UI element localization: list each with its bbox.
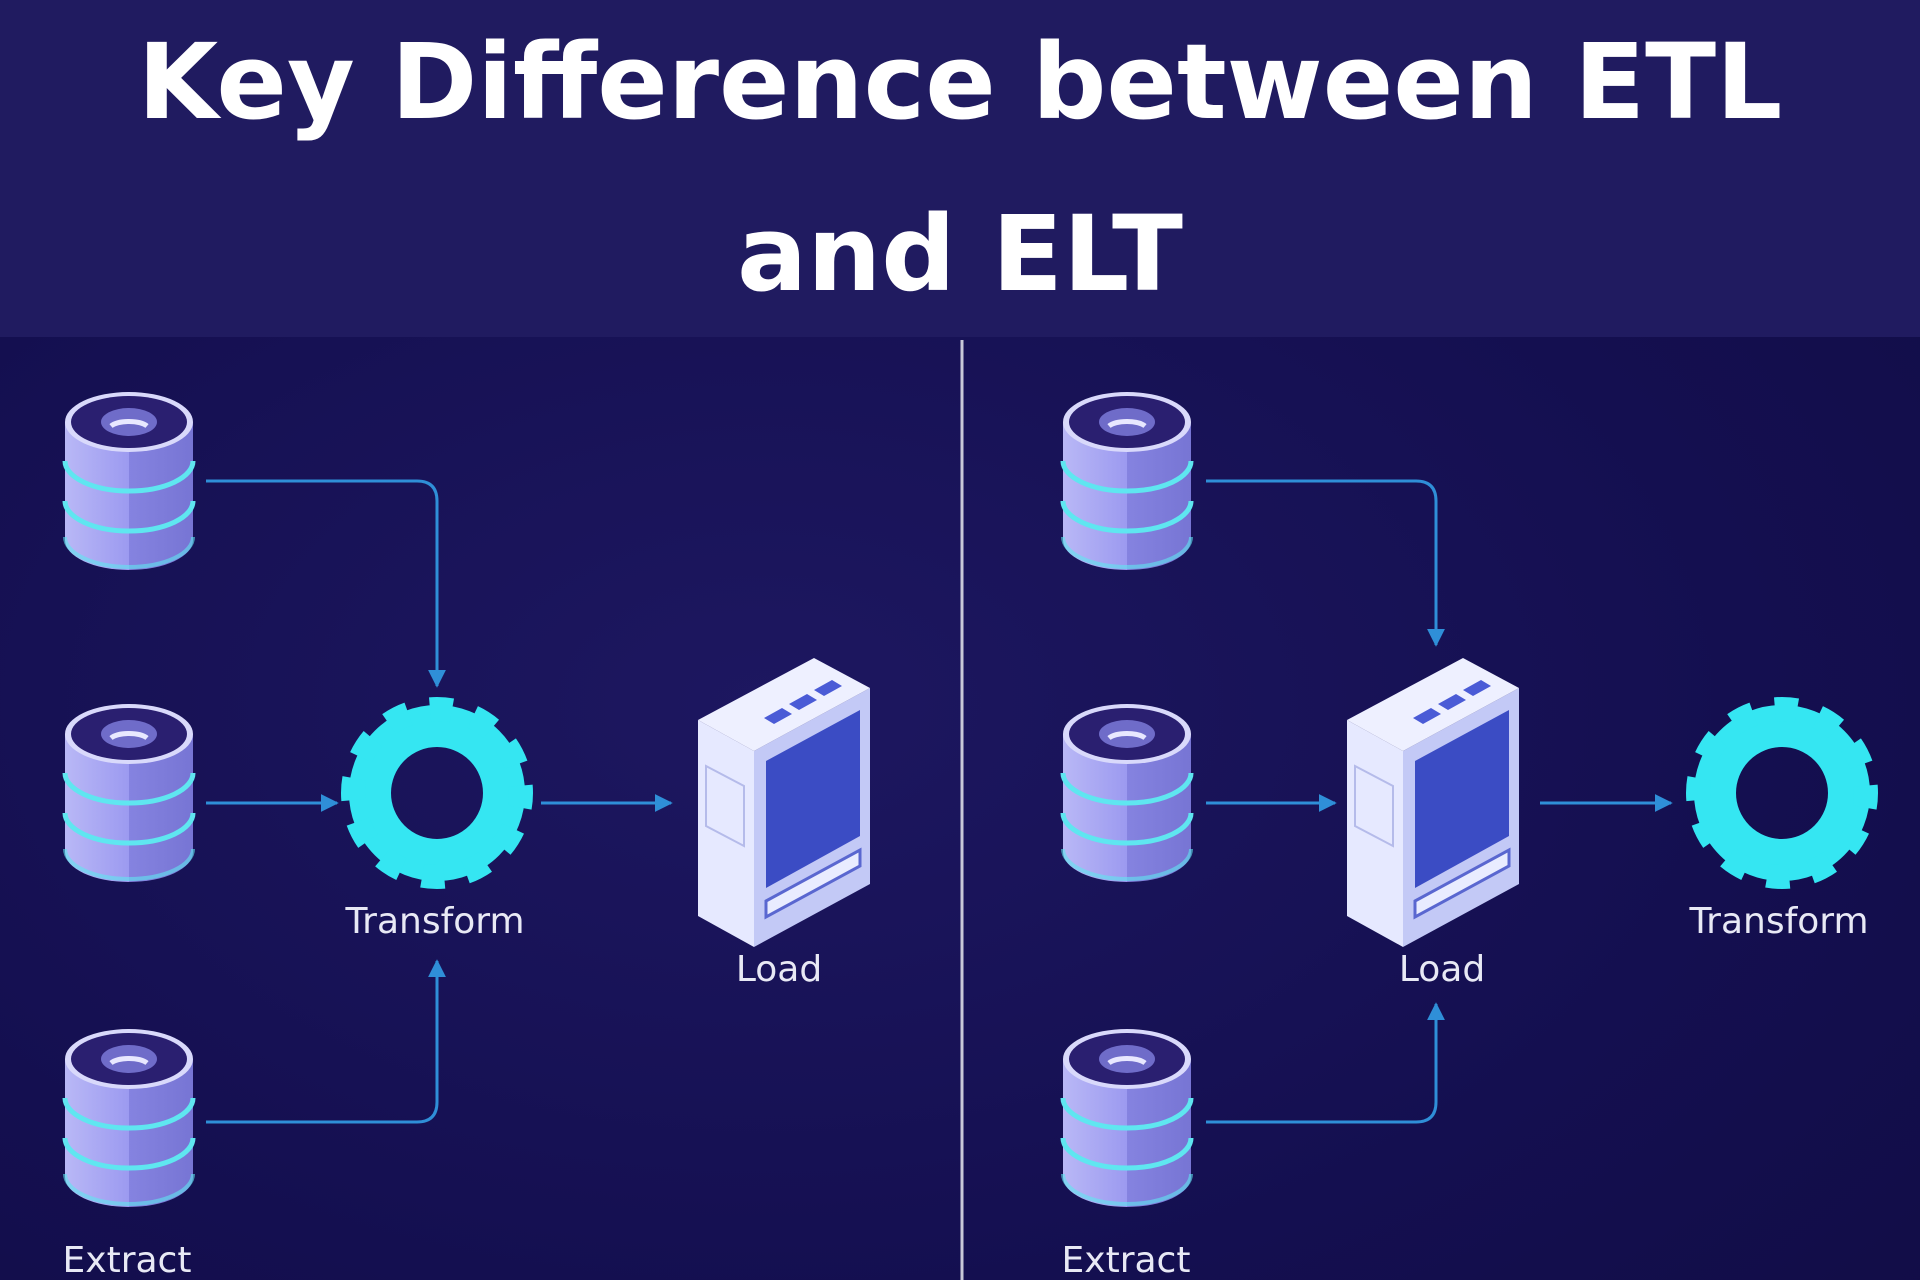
etl-panel: Transform Load Extract: [63, 392, 872, 1280]
gear-icon: [1691, 702, 1873, 884]
arrow-icon: [206, 479, 446, 688]
elt-transform-label: Transform: [1688, 901, 1868, 942]
arrow-icon: [1206, 479, 1445, 647]
etl-load-label: Load: [736, 949, 822, 990]
gear-icon: [346, 702, 528, 884]
etl-extract-label: Extract: [63, 1240, 192, 1280]
server-icon: [696, 656, 872, 949]
database-icon: [65, 1029, 193, 1207]
elt-panel: Transform Load Extract: [1062, 392, 1873, 1280]
database-icon: [1063, 392, 1191, 570]
database-icon: [1063, 704, 1191, 882]
elt-extract-label: Extract: [1062, 1240, 1191, 1280]
etl-transform-label: Transform: [344, 901, 524, 942]
server-icon: [1345, 656, 1521, 949]
title-band: [0, 0, 1920, 337]
database-icon: [1063, 1029, 1191, 1207]
title-line-2: and ELT: [737, 193, 1183, 315]
database-icon: [65, 392, 193, 570]
database-icon: [65, 704, 193, 882]
arrow-icon: [206, 959, 446, 1124]
elt-load-label: Load: [1399, 949, 1485, 990]
title-line-1: Key Difference between ETL: [138, 21, 1783, 143]
arrow-icon: [1206, 1002, 1445, 1124]
